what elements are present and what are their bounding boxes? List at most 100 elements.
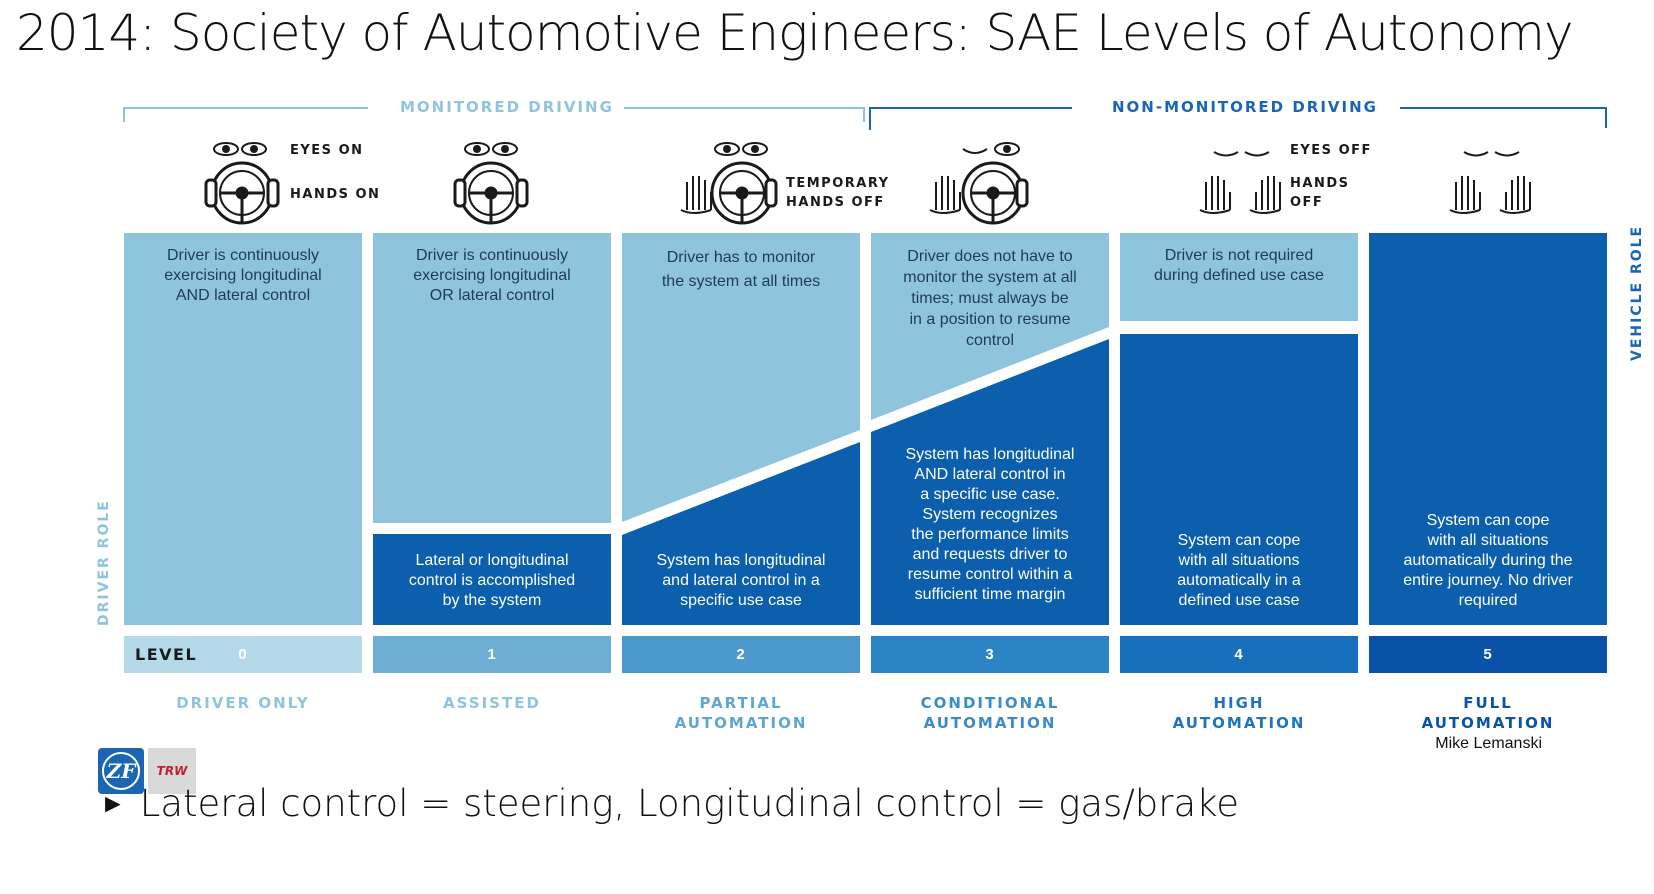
text-line: control is accomplished [408, 572, 576, 589]
bullet-point: ►Lateral control = steering, Longitudina… [100, 782, 1239, 825]
level-2-driver-area [622, 233, 860, 522]
text-line: AND lateral control in [914, 466, 1066, 483]
level-bar-0 [124, 636, 362, 673]
level-3-driver-text: Driver does not have to monitor the syst… [871, 246, 1109, 351]
level-3-system-text: System has longitudinal AND lateral cont… [871, 445, 1109, 605]
level-4-driver-area [1120, 233, 1358, 321]
level-0-caption: DRIVER ONLY [124, 693, 362, 713]
eyes-open-icon [464, 142, 518, 156]
level-1-driver-area [373, 233, 611, 523]
text-line: in a position to resume [909, 311, 1071, 328]
level-5-caption: FULL AUTOMATION [1369, 693, 1607, 733]
caption-line: AUTOMATION [923, 714, 1057, 732]
text-line: control [965, 332, 1015, 349]
eyes-closed-icon [1463, 151, 1520, 157]
steering-wheel-icon [710, 161, 778, 225]
eyes-half-icon [962, 142, 1020, 156]
zf-logo-mark: ZF [102, 752, 140, 790]
non-monitored-driving-label: NON-MONITORED DRIVING [1112, 98, 1378, 116]
text-line: times; must always be [911, 290, 1069, 307]
text-line: the performance limits [911, 526, 1069, 543]
level-2-system-area [622, 442, 860, 625]
level-5-system-text: System can cope with all situations auto… [1369, 511, 1607, 611]
level-2-driver-text: Driver has to monitor the system at all … [622, 246, 860, 294]
zf-logo: ZF [98, 748, 144, 794]
monitored-driving-label: MONITORED DRIVING [400, 98, 614, 116]
level-4-caption: HIGH AUTOMATION [1120, 693, 1358, 733]
text-line: exercising longitudinal [413, 267, 571, 284]
text-line: monitor the system at all [903, 269, 1077, 286]
level-0-driver-area [124, 233, 362, 625]
raised-hand-icon [1199, 176, 1281, 214]
raised-hand-icon [1449, 176, 1531, 214]
level-bar-2 [622, 636, 860, 673]
text-line: System can cope [1426, 512, 1550, 529]
caption-line: FULL [1463, 694, 1513, 712]
level-5-system-area [1369, 233, 1607, 625]
text-line: and requests driver to [912, 546, 1068, 563]
caption-line: CONDITIONAL [920, 694, 1060, 712]
text-line: Driver is continuously [166, 247, 320, 264]
text-line: specific use case [680, 592, 802, 609]
text-line: a specific use case. [920, 486, 1060, 503]
text-line: defined use case [1178, 592, 1300, 609]
text-line: resume control within a [907, 566, 1073, 583]
level-4-system-text: System can cope with all situations auto… [1120, 531, 1358, 611]
vehicle-role-label: VEHICLE ROLE [1629, 224, 1645, 361]
level-label: LEVEL [135, 645, 198, 664]
non-monitored-bracket [869, 107, 1607, 130]
steering-wheel-icon [961, 161, 1029, 225]
text-line: Driver has to monitor [666, 249, 816, 266]
bullet-text: Lateral control = steering, Longitudinal… [139, 782, 1240, 825]
level-1-system-area [373, 534, 611, 625]
level-3-driver-area [871, 233, 1109, 420]
level-1-driver-text: Driver is continuously exercising longit… [373, 246, 611, 306]
caption-line: AUTOMATION [1172, 714, 1306, 732]
level-number-5: 5 [1483, 646, 1492, 663]
level-3-caption: CONDITIONAL AUTOMATION [871, 693, 1109, 733]
level-1-caption: ASSISTED [373, 693, 611, 713]
eyes-open-icon [213, 142, 267, 156]
text-line: the system at all times [661, 273, 821, 290]
raised-hand-icon [929, 176, 961, 214]
level-number-1: 1 [487, 646, 496, 663]
text-line: required [1458, 592, 1518, 609]
level-bar-3 [871, 636, 1109, 673]
text-line: sufficient time margin [914, 586, 1066, 603]
level-0-driver-text: Driver is continuously exercising longit… [124, 246, 362, 306]
text-line: System has longitudinal [656, 552, 826, 569]
text-line: automatically during the [1403, 552, 1573, 569]
level-4-driver-text: Driver is not required during defined us… [1120, 246, 1358, 286]
text-line: exercising longitudinal [164, 267, 322, 284]
eyes-closed-icon [1213, 151, 1270, 157]
hands-off-label: HANDS OFF [786, 195, 885, 210]
level-3-system-area [871, 339, 1109, 625]
eyes-on-label: EYES ON [290, 143, 364, 158]
caption-line: AUTOMATION [674, 714, 808, 732]
monitored-bracket [123, 107, 865, 122]
level-4-system-area [1120, 334, 1358, 625]
eyes-off-label: EYES OFF [1290, 143, 1372, 158]
text-line: during defined use case [1154, 267, 1324, 284]
text-line: Driver does not have to [907, 248, 1073, 265]
text-line: System can cope [1177, 532, 1301, 549]
text-line: System has longitudinal [905, 446, 1075, 463]
level-bar-1 [373, 636, 611, 673]
text-line: Driver is not required [1164, 247, 1314, 264]
text-line: with all situations [1178, 552, 1300, 569]
text-line: OR lateral control [429, 287, 555, 304]
level-2-caption: PARTIAL AUTOMATION [622, 693, 860, 733]
text-line: entire journey. No driver [1403, 572, 1573, 589]
level-number-0: 0 [238, 646, 247, 663]
steering-wheel-icon [204, 161, 280, 225]
level-number-4: 4 [1234, 646, 1243, 663]
temporary-label: TEMPORARY [786, 176, 890, 191]
level-bar-5 [1369, 636, 1607, 673]
caption-line: DRIVER ONLY [176, 694, 310, 712]
hands-on-label: HANDS ON [290, 187, 381, 202]
level-number-2: 2 [736, 646, 745, 663]
caption-line: HIGH [1213, 694, 1265, 712]
text-line: and lateral control in a [662, 572, 820, 589]
text-line: Driver is continuously [415, 247, 569, 264]
